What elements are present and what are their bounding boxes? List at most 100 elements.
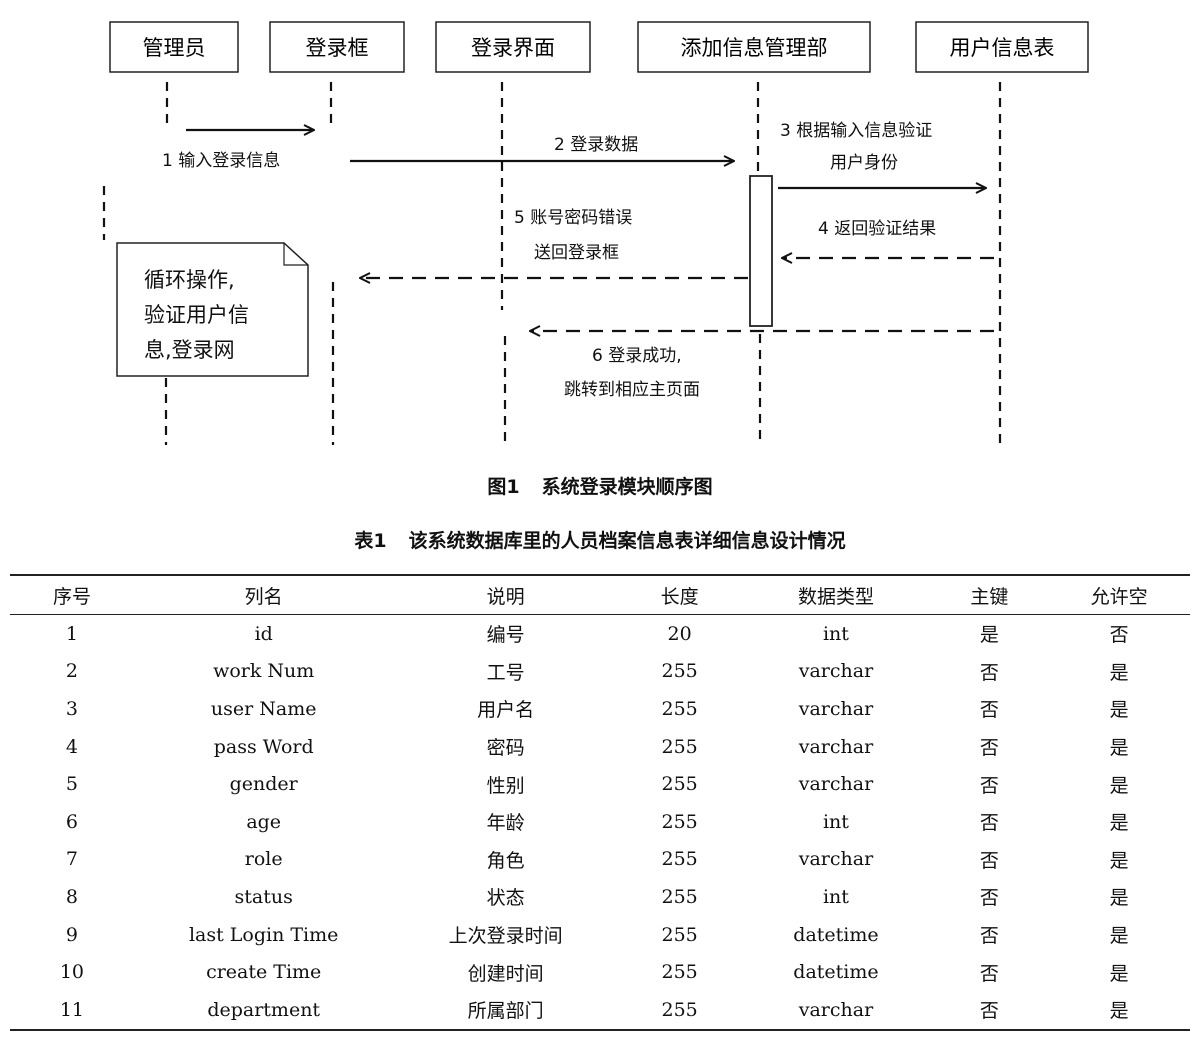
table-row: 3 user Name 用户名 255 varchar 否 是: [10, 690, 1190, 728]
table-cell: int: [822, 885, 849, 908]
table-cell: 是: [1109, 962, 1129, 985]
loop-note-line3: 息,登录网: [144, 338, 235, 362]
table-cell: 3: [65, 697, 78, 720]
message-label-5-line1: 5 账号密码错误: [514, 208, 632, 228]
table-cell: 是: [979, 624, 999, 647]
message-label-3-line1: 3 根据输入信息验证: [780, 121, 932, 141]
table-cell: 是: [1109, 661, 1129, 684]
table-cell: 2: [65, 660, 78, 683]
table-cell: 255: [661, 885, 698, 908]
table-cell: 角色: [486, 849, 525, 872]
table-cell: age: [246, 810, 282, 833]
table-cell: last Login Time: [188, 923, 339, 946]
table-cell: 编号: [486, 624, 525, 647]
table-cell: varchar: [741, 990, 931, 1031]
table-cell: user Name: [210, 697, 317, 720]
table-cell: 否: [979, 962, 999, 985]
table-cell: 上次登录时间: [448, 925, 563, 948]
table-cell: 6: [65, 810, 78, 833]
table-cell: pass Word: [213, 735, 314, 758]
table-cell: 4: [65, 735, 78, 758]
lifeline-login-box-label: 登录框: [306, 36, 369, 60]
sequence-diagram: 管理员 登录框 登录界面 添加信息管理部 用户信息表: [102, 21, 1089, 445]
column-header: 主键: [930, 574, 1049, 615]
table-cell: varchar: [798, 735, 874, 758]
lifeline-login-box: 登录框: [269, 21, 405, 73]
column-header: 允许空: [1048, 574, 1190, 615]
table-cell: 是: [1109, 887, 1129, 910]
table-cell: create Time: [206, 961, 322, 984]
message-label-3-line2: 用户身份: [830, 153, 898, 173]
lifeline-user-table-label: 用户信息表: [950, 36, 1055, 60]
lifeline-login-ui: 登录界面: [435, 21, 591, 73]
table-cell: 255: [661, 923, 698, 946]
loop-note-line1: 循环操作,: [144, 268, 235, 292]
table-cell: 否: [979, 849, 999, 872]
activation-bar: [749, 175, 773, 327]
table-cell: 是: [1109, 699, 1129, 722]
table-cell: 11: [10, 990, 134, 1031]
table-cell: 255: [661, 961, 698, 984]
table-cell: 是: [1109, 925, 1129, 948]
table-cell: 否: [1109, 624, 1129, 647]
table-cell: 用户名: [477, 699, 535, 722]
table-cell: 1: [65, 622, 78, 645]
figure-caption-title: 系统登录模块顺序图: [541, 476, 713, 498]
table-cell: 密码: [486, 737, 525, 760]
table-cell: int: [822, 622, 849, 645]
lifeline-info-dept: 添加信息管理部: [637, 21, 871, 73]
table-cell: 255: [661, 697, 698, 720]
table-cell: 255: [661, 848, 698, 871]
table-cell: 状态: [486, 887, 525, 910]
table-cell: 255: [661, 660, 698, 683]
table-cell: 9: [65, 923, 78, 946]
table-row: 8 status 状态 255 int 否 是: [10, 878, 1190, 916]
table-cell: 否: [979, 887, 999, 910]
table-cell: role: [244, 848, 283, 871]
message-label-2: 2 登录数据: [554, 135, 638, 155]
table-cell: 否: [979, 699, 999, 722]
table-cell: 所属部门: [393, 990, 618, 1031]
table-cell: work Num: [213, 660, 315, 683]
loop-note: 循环操作, 验证用户信 息,登录网: [116, 242, 309, 377]
table-cell: 8: [65, 885, 78, 908]
column-header: 长度: [617, 574, 742, 615]
table-cell: status: [234, 885, 293, 908]
table-cell: 否: [979, 774, 999, 797]
column-header: 列名: [133, 574, 394, 615]
table-cell: id: [254, 622, 273, 645]
loop-note-line2: 验证用户信: [144, 303, 249, 327]
table-cell: varchar: [798, 697, 874, 720]
table-cell: 10: [59, 961, 85, 984]
table-cell: 否: [930, 990, 1049, 1031]
table-cell: 是: [1109, 737, 1129, 760]
lifeline-admin-label: 管理员: [143, 36, 206, 60]
table-cell: int: [822, 810, 849, 833]
lifeline-info-dept-label: 添加信息管理部: [681, 36, 828, 60]
lifeline-login-ui-label: 登录界面: [471, 36, 555, 60]
table-cell: 创建时间: [467, 962, 544, 985]
table-cell: 5: [65, 773, 78, 796]
message-label-1: 1 输入登录信息: [162, 151, 280, 171]
table-cell: 是: [1048, 990, 1190, 1031]
table-cell: 性别: [486, 774, 525, 797]
table-cell: 是: [1109, 812, 1129, 835]
table-cell: 否: [979, 925, 999, 948]
table-cell: 255: [617, 990, 742, 1031]
table-cell: 255: [661, 735, 698, 758]
message-label-6-line1: 6 登录成功,: [592, 346, 682, 366]
table-caption-title: 该系统数据库里的人员档案信息表详细信息设计情况: [408, 530, 846, 552]
table-cell: 工号: [486, 661, 525, 684]
table-cell: department: [133, 990, 394, 1031]
